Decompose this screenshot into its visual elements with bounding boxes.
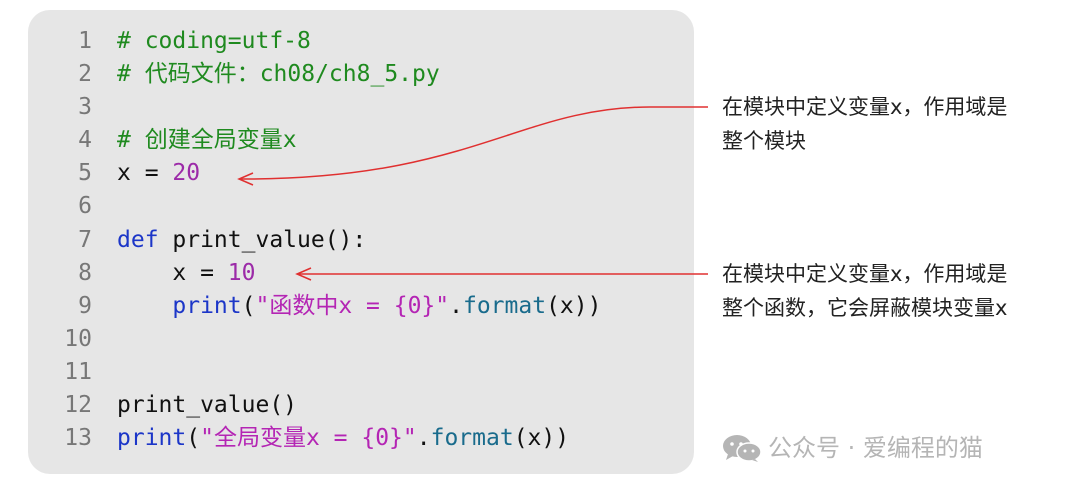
annotation-text: 在模块中定义变量x，作用域是 — [722, 95, 1008, 119]
code-token-text: x = — [117, 160, 173, 186]
line-number: 5 — [78, 160, 92, 186]
code-token-text: . — [449, 293, 463, 319]
global-scope-annotation: 在模块中定义变量x，作用域是 整个模块 — [722, 90, 1007, 158]
watermark: 公众号 · 爱编程的猫 — [722, 432, 983, 464]
code-line: 1 # coding=utf-8 — [28, 25, 311, 58]
code-token-comment: # coding=utf-8 — [117, 28, 311, 54]
code-token-text — [117, 293, 172, 319]
code-token-str: "全局变量x = {0}" — [200, 425, 417, 451]
annotation-text: 整个模块 — [722, 129, 806, 153]
code-line: 12 print_value() — [28, 389, 297, 422]
code-line: 3 — [28, 91, 117, 124]
code-token-text: (x)) — [546, 293, 602, 319]
code-panel: 1 # coding=utf-8 2 # 代码文件：ch08/ch8_5.py 3 4 # … — [28, 10, 694, 474]
code-token-kw: def — [117, 227, 159, 253]
code-token-str: "函数中x = {0}" — [255, 293, 450, 319]
line-number: 12 — [64, 392, 92, 418]
code-token-method: format — [462, 293, 547, 319]
line-number: 9 — [78, 293, 92, 319]
code-token-comment: # 代码文件：ch08/ch8_5.py — [117, 61, 440, 87]
line-number: 1 — [78, 28, 92, 54]
code-line: 9 print("函数中x = {0}".format(x)) — [28, 290, 601, 323]
line-number: 13 — [64, 425, 92, 451]
wechat-icon — [723, 435, 762, 462]
code-token-num: 10 — [227, 260, 256, 286]
code-line: 11 — [28, 356, 117, 389]
line-number: 3 — [78, 94, 92, 120]
line-number: 2 — [78, 61, 92, 87]
code-token-num: 20 — [172, 160, 201, 186]
code-token-method: format — [430, 425, 514, 451]
line-number: 6 — [78, 193, 92, 219]
annotation-text: 整个函数，它会屏蔽模块变量x — [722, 296, 1008, 320]
line-number: 8 — [78, 260, 92, 286]
code-token-text: . — [416, 425, 431, 451]
code-line: 10 — [28, 323, 117, 356]
code-line: 5 x = 20 — [28, 157, 200, 190]
line-number: 10 — [64, 326, 92, 352]
code-token-text: ( — [186, 425, 201, 451]
code-line: 8 x = 10 — [28, 257, 255, 290]
code-token-text: ( — [241, 293, 256, 319]
code-line: 6 — [28, 190, 117, 223]
local-scope-annotation: 在模块中定义变量x，作用域是 整个函数，它会屏蔽模块变量x — [722, 257, 1007, 325]
code-token-func: print — [172, 293, 242, 319]
annotation-text: 在模块中定义变量x，作用域是 — [722, 262, 1008, 286]
line-number: 11 — [64, 359, 92, 385]
code-token-text: print_value(): — [158, 227, 367, 253]
line-number: 4 — [78, 127, 92, 153]
code-line: 7 def print_value(): — [28, 224, 366, 257]
code-token-text: (x)) — [513, 425, 570, 451]
code-line: 4 # 创建全局变量x — [28, 124, 297, 157]
code-token-text: print_value() — [117, 392, 298, 418]
watermark-text: 公众号 · 爱编程的猫 — [768, 434, 983, 462]
code-line: 13 print("全局变量x = {0}".format(x)) — [28, 422, 569, 455]
code-token-func: print — [117, 425, 187, 451]
line-number: 7 — [78, 227, 92, 253]
code-token-comment: # 创建全局变量x — [117, 127, 297, 153]
code-line: 2 # 代码文件：ch08/ch8_5.py — [28, 58, 440, 91]
code-token-text: x = — [117, 260, 228, 286]
